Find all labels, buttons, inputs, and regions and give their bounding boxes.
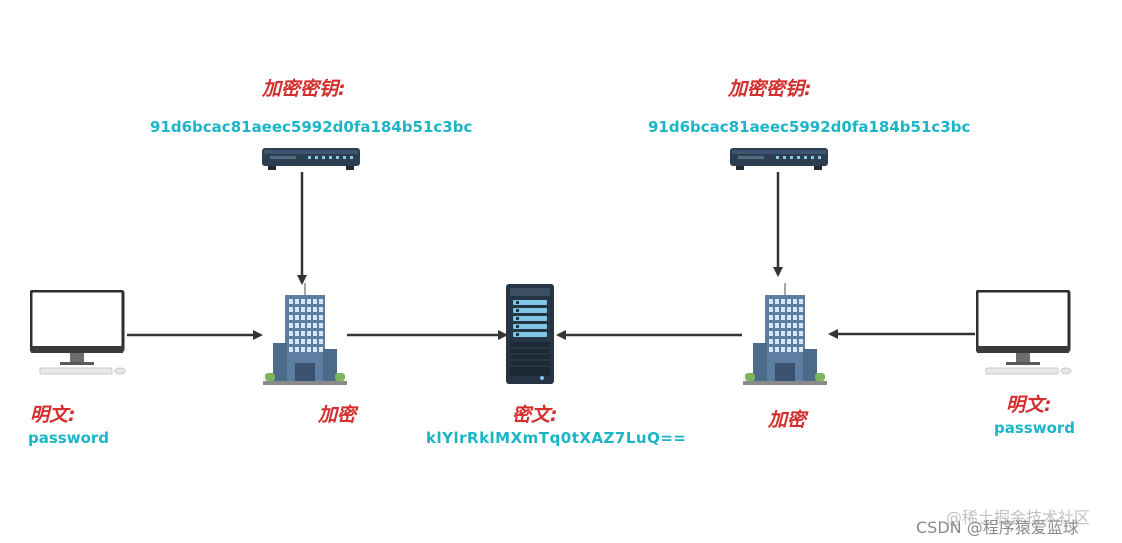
left-plaintext-label: 明文: <box>30 404 76 426</box>
server-icon <box>506 284 554 384</box>
ciphertext-label: 密文: <box>512 404 558 426</box>
watermark-secondary: @稀土掘金技术社区 <box>946 508 1091 527</box>
right-encrypt-label: 加密 <box>768 409 807 431</box>
router-icon <box>730 148 828 170</box>
right-plaintext-value: password <box>994 419 1076 437</box>
left-encrypt-label: 加密 <box>318 404 357 426</box>
right-plaintext-label: 明文: <box>1006 394 1052 416</box>
router-icon <box>262 148 360 170</box>
right-key-label: 加密密钥: <box>728 78 812 100</box>
left-key-value: 91d6bcac81aeec5992d0fa184b51c3bc <box>150 118 473 136</box>
watermark-primary: CSDN @程序猿爱蓝球 <box>916 518 1079 537</box>
right-key-value: 91d6bcac81aeec5992d0fa184b51c3bc <box>648 118 971 136</box>
building-icon <box>263 283 347 385</box>
ciphertext-value: klYlrRklMXmTq0tXAZ7LuQ== <box>426 429 687 447</box>
left-plaintext-value: password <box>28 429 110 447</box>
building-icon <box>743 283 827 385</box>
left-key-label: 加密密钥: <box>262 78 346 100</box>
monitor-icon <box>976 290 1072 375</box>
monitor-icon <box>30 290 126 375</box>
